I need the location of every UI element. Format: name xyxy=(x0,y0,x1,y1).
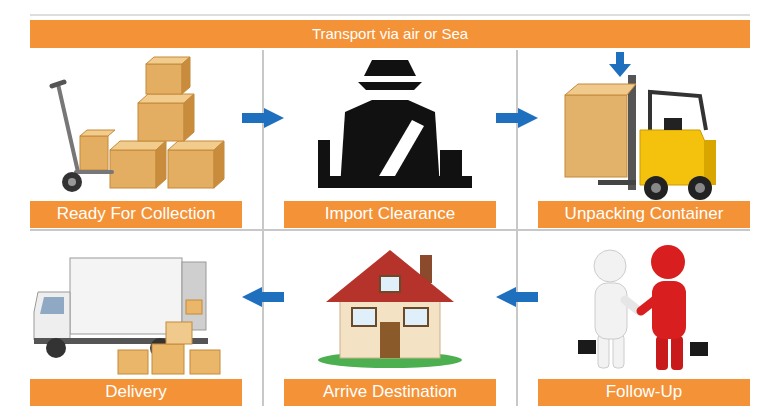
label-bar: Unpacking Container xyxy=(538,201,750,228)
handshake-figures xyxy=(578,245,708,370)
delivery-truck xyxy=(34,258,220,374)
band-title: Transport via air or Sea xyxy=(312,26,468,43)
label-bar: Delivery xyxy=(30,379,242,406)
step-panel: Unpacking Container xyxy=(538,50,750,228)
step-panel: Arrive Destination xyxy=(284,230,496,406)
step-label: Follow-Up xyxy=(606,383,683,402)
step-label: Ready For Collection xyxy=(57,205,216,224)
flow-arrow xyxy=(496,113,538,123)
house xyxy=(318,250,462,368)
divider xyxy=(516,50,518,406)
divider xyxy=(30,229,750,231)
flow-arrow xyxy=(496,292,538,302)
label-bar: Arrive Destination xyxy=(284,379,496,406)
step-label: Unpacking Container xyxy=(565,205,724,224)
flow-arrow xyxy=(242,113,284,123)
step-label: Delivery xyxy=(105,383,166,402)
step-label: Arrive Destination xyxy=(323,383,457,402)
label-bar: Import Clearance xyxy=(284,201,496,228)
step-panel: Ready For Collection xyxy=(30,50,242,228)
step-label: Import Clearance xyxy=(325,205,455,224)
label-bar: Follow-Up xyxy=(538,379,750,406)
step-panel: Follow-Up xyxy=(538,230,750,406)
label-bar: Ready For Collection xyxy=(30,201,242,228)
step-panel: Delivery xyxy=(30,230,242,406)
title-band: Transport via air or Sea xyxy=(30,20,750,48)
divider xyxy=(262,50,264,406)
step-panel: Import Clearance xyxy=(284,50,496,228)
forklift-with-box xyxy=(565,52,716,200)
flow-arrow xyxy=(242,292,284,302)
frame-line xyxy=(30,15,750,16)
boxes-and-hand-truck xyxy=(52,57,224,192)
customs-officer-icon xyxy=(318,60,472,188)
